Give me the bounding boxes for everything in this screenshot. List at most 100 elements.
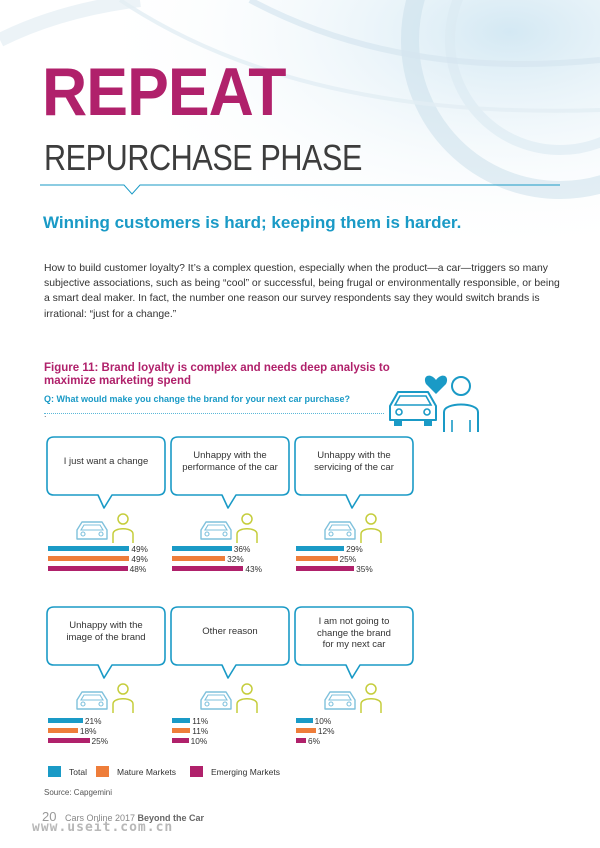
speech-bubble <box>170 436 290 509</box>
publication-name: Cars Online 2017 <box>64 813 136 823</box>
bar-value-total: 10% <box>314 716 332 726</box>
bar-row-emerging: 10% <box>172 736 292 746</box>
bar-row-mature: 49% <box>48 554 168 564</box>
figure-title: Figure 11: Brand loyalty is complex and … <box>44 362 390 387</box>
bar-value-total: 11% <box>192 716 209 726</box>
bar-total <box>172 718 191 723</box>
watermark: www.useit.com.cn <box>32 820 174 835</box>
bar-row-emerging: 25% <box>48 736 168 746</box>
bar-mature <box>172 728 191 733</box>
bar-value-mature: 49% <box>131 554 148 564</box>
reason-label: Other reason <box>176 626 284 638</box>
bar-row-total: 21% <box>48 716 168 726</box>
bar-mature <box>48 728 78 733</box>
bar-emerging <box>172 738 189 743</box>
reason-label-line: I just want a change <box>63 456 149 467</box>
bar-value-mature: 11% <box>192 726 209 736</box>
tagline: Winning customers is hard; keeping them … <box>43 213 462 232</box>
bar-row-mature: 12% <box>296 726 416 736</box>
page-footer: 20 Cars Online 2017 Beyond the Car <box>42 809 204 824</box>
bar-row-emerging: 35% <box>296 564 416 574</box>
bar-row-total: 49% <box>48 544 168 554</box>
speech-bubble <box>46 606 166 679</box>
page-title: REPEAT <box>42 54 287 130</box>
bar-value-mature: 12% <box>317 726 335 736</box>
section-name: Beyond the Car <box>137 813 205 823</box>
reason-label-line: performance of the car <box>182 461 278 473</box>
bar-emerging <box>172 566 244 571</box>
car-person-icon <box>200 513 258 543</box>
bar-value-total: 21% <box>84 716 102 726</box>
bar-emerging <box>48 566 128 571</box>
bar-value-emerging: 43% <box>245 564 262 574</box>
question-divider <box>44 413 384 414</box>
bar-total <box>296 546 345 551</box>
reason-label-line: Unhappy with the <box>193 450 267 461</box>
car-person-icon <box>76 513 134 543</box>
car-person-icon <box>200 683 258 713</box>
bar-emerging <box>296 566 355 571</box>
bar-row-mature: 25% <box>296 554 416 564</box>
page-number: 20 <box>42 809 57 824</box>
reason-label-line: Unhappy with the <box>69 620 143 631</box>
divider-dot: . <box>44 409 47 419</box>
car-person-icon <box>76 683 134 713</box>
bar-row-total: 36% <box>172 544 292 554</box>
bar-value-mature: 32% <box>227 554 244 564</box>
legend-item-emerging: Emerging Markets <box>190 766 280 778</box>
bar-value-mature: 25% <box>339 554 357 564</box>
reason-label-line: image of the brand <box>66 631 146 643</box>
intro-paragraph: How to build customer loyalty? It’s a co… <box>44 263 560 320</box>
legend-label-mature: Mature Markets <box>117 766 177 777</box>
car-person-icon <box>324 683 382 713</box>
legend-swatch-mature <box>96 766 109 778</box>
bar-row-total: 29% <box>296 544 416 554</box>
reason-label-line: Unhappy with the <box>317 450 391 461</box>
page-subtitle: REPURCHASE PHASE <box>44 137 362 178</box>
speech-bubble <box>294 436 414 509</box>
bar-value-total: 36% <box>233 544 251 554</box>
bar-row-mature: 32% <box>172 554 292 564</box>
reason-label-line: servicing of the car <box>314 461 394 473</box>
bar-value-emerging: 25% <box>91 736 109 746</box>
legend-label-emerging: Emerging Markets <box>211 766 280 777</box>
legend-item-mature: Mature Markets <box>96 766 177 778</box>
bar-row-emerging: 43% <box>172 564 292 574</box>
bar-row-total: 10% <box>296 716 416 726</box>
reason-label-line: for my next car <box>322 639 386 650</box>
source-note: Source: Capgemini <box>44 788 113 797</box>
bar-mature <box>296 728 316 733</box>
title-rule <box>40 184 560 195</box>
bar-total <box>172 546 232 551</box>
reason-label: I just want a change <box>52 456 160 468</box>
bar-value-total: 49% <box>131 544 148 554</box>
bar-row-emerging: 48% <box>48 564 168 574</box>
bar-row-total: 11% <box>172 716 292 726</box>
bar-mature <box>172 556 226 561</box>
bar-value-emerging: 10% <box>190 736 208 746</box>
legend-item-total: Total <box>48 766 87 778</box>
bar-total <box>48 718 83 723</box>
speech-bubble <box>46 436 166 509</box>
speech-bubble <box>294 606 414 679</box>
bar-total <box>48 546 130 551</box>
legend-swatch-total <box>48 766 61 778</box>
bar-emerging <box>296 738 306 743</box>
bar-value-emerging: 6% <box>307 736 320 746</box>
bar-value-emerging: 35% <box>356 564 373 574</box>
bar-row-mature: 18% <box>48 726 168 736</box>
bar-row-mature: 11% <box>172 726 292 736</box>
speech-bubble <box>170 606 290 679</box>
reason-label-line: I am not going to <box>318 616 390 627</box>
bar-emerging <box>48 738 90 743</box>
